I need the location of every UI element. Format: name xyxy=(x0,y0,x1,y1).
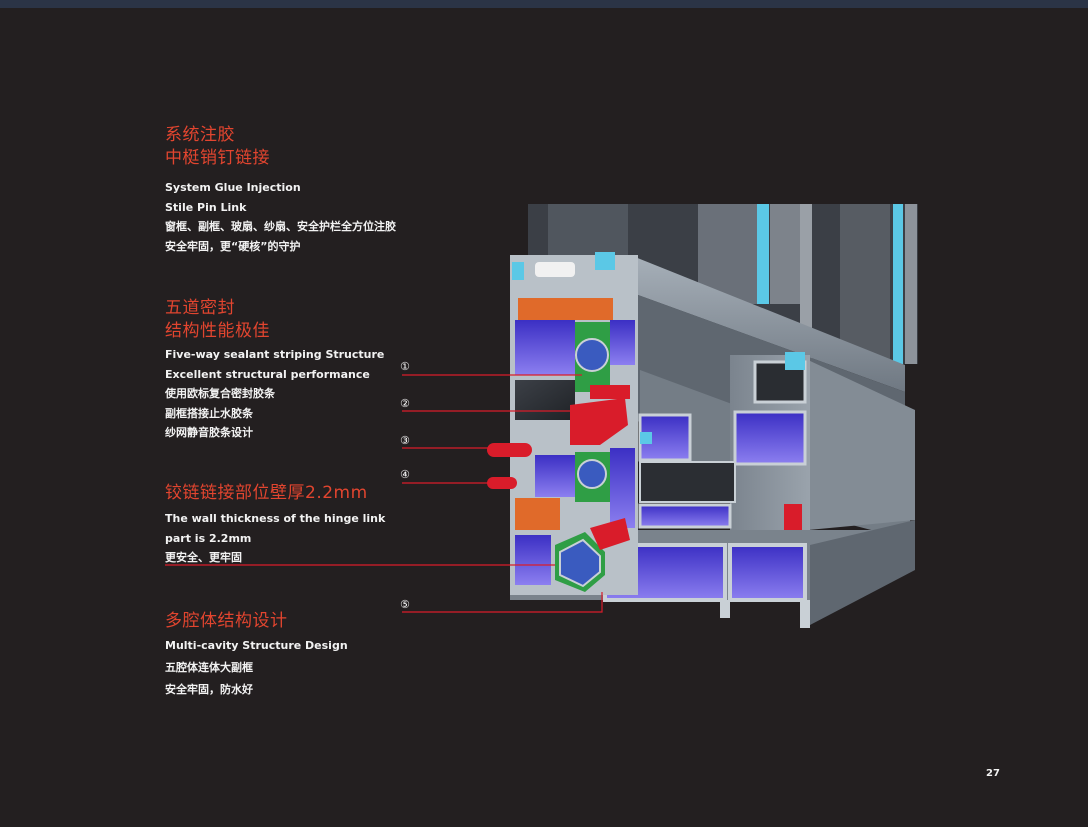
section-text: System Glue Injection xyxy=(165,181,301,194)
section-text: Excellent structural performance xyxy=(165,367,370,381)
callout-number: ④ xyxy=(400,468,410,481)
section-text: part is 2.2mm xyxy=(165,531,252,545)
callout-number: ⑤ xyxy=(400,598,410,611)
section-multi-cavity: 多腔体结构设计 Multi-cavity Structure Design 五腔… xyxy=(165,610,348,701)
section-heading: 铰链链接部位壁厚2.2mm xyxy=(165,483,368,503)
section-heading: 五道密封 xyxy=(165,298,235,318)
section-text: Five-way sealant striping Structure xyxy=(165,348,385,361)
section-text: 使用欧标复合密封胶条 xyxy=(165,387,275,400)
section-glue-injection: 系统注胶 中梃销钉链接 System Glue Injection Stile … xyxy=(165,124,396,256)
section-text: 副框搭接止水胶条 xyxy=(165,406,253,420)
section-heading: 系统注胶 xyxy=(165,125,235,145)
section-text: 安全牢固，更“硬核”的守护 xyxy=(165,239,301,253)
section-heading: 中梃销钉链接 xyxy=(165,148,270,168)
section-heading: 多腔体结构设计 xyxy=(165,611,288,631)
section-text: The wall thickness of the hinge link xyxy=(165,512,386,525)
top-border xyxy=(0,0,1088,8)
glass-pocket xyxy=(555,322,610,592)
section-five-way-seal: 五道密封 结构性能极佳 Five-way sealant striping St… xyxy=(165,297,384,443)
inner-track xyxy=(638,413,736,529)
section-text: 窗框、副框、玻扇、纱扇、安全护栏全方位注胶 xyxy=(165,220,396,233)
section-text: 五腔体连体大副框 xyxy=(165,661,253,674)
callout-number: ② xyxy=(400,397,410,410)
section-text: Multi-cavity Structure Design xyxy=(165,639,348,652)
callout-number: ① xyxy=(400,360,410,373)
outer-frame-block xyxy=(730,352,915,530)
section-text: Stile Pin Link xyxy=(165,200,247,214)
red-seals xyxy=(487,385,630,550)
callout-lines xyxy=(165,374,603,613)
section-hinge-wall: 铰链链接部位壁厚2.2mm The wall thickness of the … xyxy=(165,482,385,568)
page-number: 27 xyxy=(986,768,1000,779)
section-text: 安全牢固，防水好 xyxy=(165,683,253,696)
section-text: 更安全、更牢固 xyxy=(165,551,242,564)
section-heading: 结构性能极佳 xyxy=(165,321,270,341)
callout-number: ③ xyxy=(400,434,410,447)
section-text: 纱网静音胶条设计 xyxy=(165,426,253,439)
